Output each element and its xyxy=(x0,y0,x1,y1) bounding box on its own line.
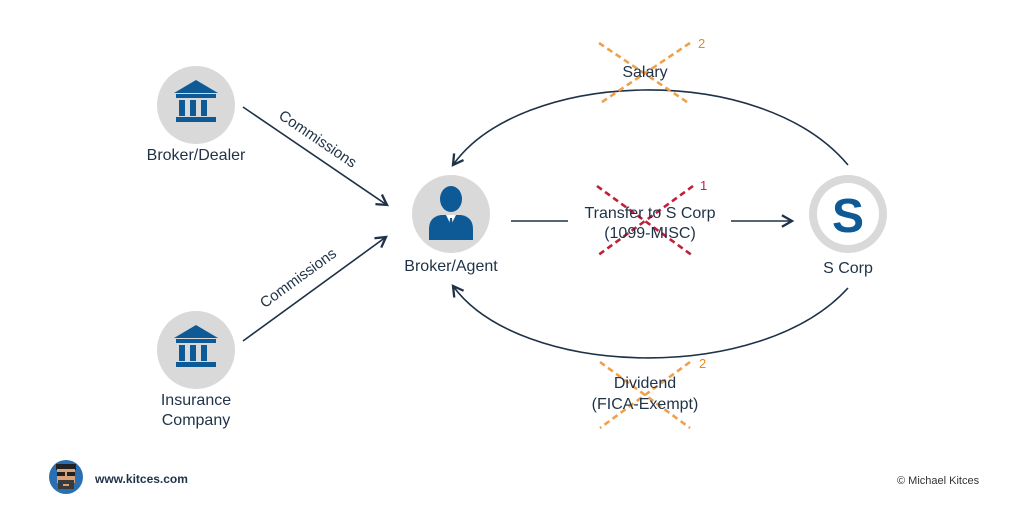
s-corp-label: S Corp xyxy=(823,260,873,277)
dividend-arc xyxy=(451,284,849,359)
broker-agent-label: Broker/Agent xyxy=(404,258,498,275)
transfer-label-line2: (1099-MISC) xyxy=(604,225,696,242)
insurance-company-bank-icon xyxy=(157,311,235,389)
kitces-avatar xyxy=(49,460,83,494)
commissions-label-top: Commissions xyxy=(275,107,359,171)
broker-dealer-label: Broker/Dealer xyxy=(146,147,246,164)
dividend-label-line1: Dividend xyxy=(613,375,677,392)
insurance-company-label-line2: Company xyxy=(161,412,231,429)
salary-arc xyxy=(451,89,849,167)
commissions-arrow-top xyxy=(242,106,389,207)
salary-footnote: 2 xyxy=(698,36,706,51)
s-corp-icon: S xyxy=(809,175,887,253)
broker-dealer-bank-icon xyxy=(157,66,235,144)
transfer-footnote: 1 xyxy=(700,178,708,193)
dividend-cross-icon xyxy=(599,360,691,430)
transfer-label-line1: Transfer to S Corp xyxy=(584,205,716,222)
s-corp-letter: S xyxy=(832,190,864,243)
website-link[interactable]: www.kitces.com xyxy=(95,472,188,486)
dividend-footnote: 2 xyxy=(699,356,707,371)
commissions-arrow-bottom xyxy=(242,235,388,342)
insurance-company-label-line1: Insurance xyxy=(160,392,232,409)
salary-cross-icon xyxy=(598,41,691,106)
copyright-text: © Michael Kitces xyxy=(897,475,980,487)
broker-agent-person-icon xyxy=(412,175,490,253)
dividend-label-line2: (FICA-Exempt) xyxy=(591,396,699,413)
salary-label: Salary xyxy=(622,64,668,81)
